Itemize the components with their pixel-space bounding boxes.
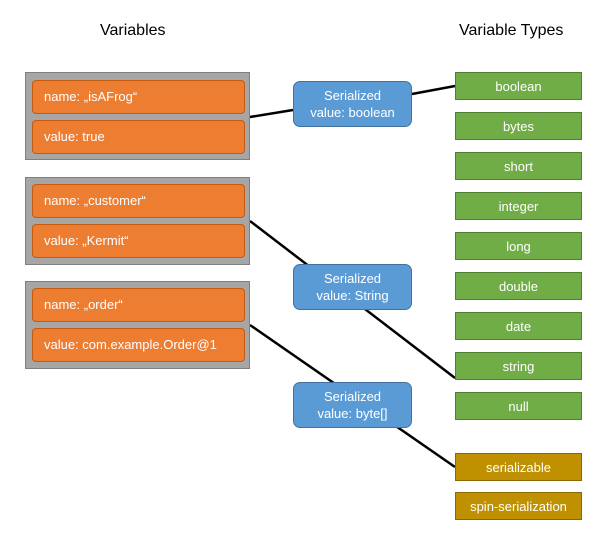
variable-group-customer: name: „customer“ value: „Kermit“ [25,177,250,265]
type-long: long [455,232,582,260]
variable-group-isafrog: name: „isAFrog“ value: true [25,72,250,160]
serialized-value: value: byte[] [317,406,388,421]
type-string: string [455,352,582,380]
serialized-box-string: Serialized value: String [293,264,412,310]
type-short: short [455,152,582,180]
variable-group-order: name: „order“ value: com.example.Order@1 [25,281,250,369]
type-spin-serialization: spin-serialization [455,492,582,520]
variables-heading: Variables [100,22,166,39]
serialized-label: Serialized [323,389,382,404]
type-integer: integer [455,192,582,220]
type-serializable: serializable [455,453,582,481]
type-double: double [455,272,582,300]
serialized-label: Serialized [323,88,382,103]
serialized-box-bytearray: Serialized value: byte[] [293,382,412,428]
variable-name-field: name: „order“ [32,288,245,322]
variable-name-field: name: „isAFrog“ [32,80,245,114]
serialized-value: value: boolean [310,105,395,120]
serialized-box-boolean: Serialized value: boolean [293,81,412,127]
variable-value-field: value: „Kermit“ [32,224,245,258]
serialized-value: value: String [316,288,389,303]
connector-ser1-to-boolean [411,84,456,96]
variable-value-field: value: true [32,120,245,154]
variable-value-field: value: com.example.Order@1 [32,328,245,362]
variable-types-heading: Variable Types [459,22,564,39]
variable-name-field: name: „customer“ [32,184,245,218]
type-date: date [455,312,582,340]
type-boolean: boolean [455,72,582,100]
serialized-label: Serialized [323,271,382,286]
connector-var1-to-ser1 [249,108,294,119]
type-bytes: bytes [455,112,582,140]
type-null: null [455,392,582,420]
